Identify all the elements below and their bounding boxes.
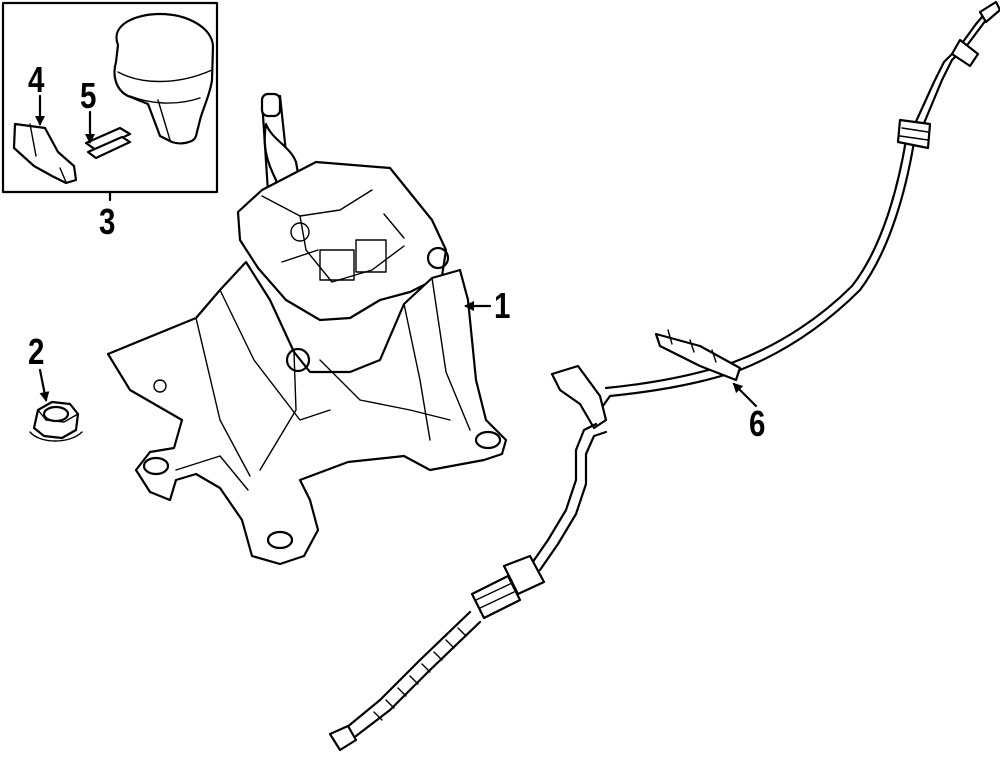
callout-4-label: 4 bbox=[28, 59, 45, 100]
part-2-nut bbox=[29, 400, 83, 442]
callout-1-label: 1 bbox=[494, 285, 511, 326]
knob-kit-inset bbox=[1, 1, 219, 202]
shift-knob bbox=[113, 12, 215, 145]
part-6-cable-assembly bbox=[328, 0, 1000, 752]
callout-3-label: 3 bbox=[99, 201, 116, 242]
part-5-clip bbox=[84, 126, 132, 160]
callout-6-label: 6 bbox=[749, 403, 766, 444]
callout-leaders bbox=[35, 94, 758, 408]
part-1-shifter-assembly bbox=[106, 92, 508, 566]
part-4-insert bbox=[12, 122, 78, 185]
callout-5-label: 5 bbox=[80, 75, 97, 116]
callout-2-label: 2 bbox=[28, 331, 45, 372]
